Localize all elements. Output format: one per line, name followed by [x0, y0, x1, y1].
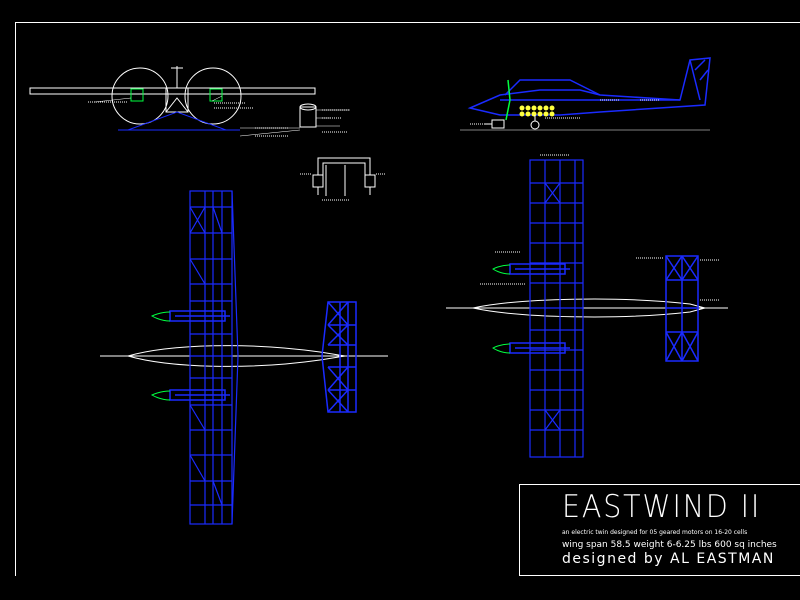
drawing-title: EASTWIND II	[562, 489, 762, 525]
wing-plan-view-right	[446, 154, 728, 458]
wing-plan-view-left	[100, 190, 388, 525]
motor-left	[130, 88, 144, 102]
side-view-fuselage	[460, 57, 711, 131]
front-wing	[29, 87, 316, 95]
fuselage-profile-right	[472, 298, 707, 318]
prop-disc-left	[111, 67, 169, 125]
wiring-diagram	[300, 157, 386, 201]
title-block: EASTWIND II an electric twin designed fo…	[519, 484, 800, 576]
prop-right-upper	[492, 264, 511, 275]
prop-left-lower	[150, 390, 171, 401]
fuselage-profile-left	[126, 345, 346, 367]
front-view	[29, 66, 350, 137]
drawing-frame	[15, 22, 800, 576]
specs-line: wing span 58.5 weight 6-6.25 lbs 600 sq …	[562, 540, 777, 550]
prop-disc-right	[184, 67, 242, 125]
motor-right	[209, 88, 223, 102]
prop-left-upper	[150, 311, 171, 322]
description-line: an electric twin designed for 05 geared …	[562, 529, 748, 536]
prop-right-lower	[492, 343, 511, 354]
designer-line: designed by AL EASTMAN	[562, 551, 775, 567]
